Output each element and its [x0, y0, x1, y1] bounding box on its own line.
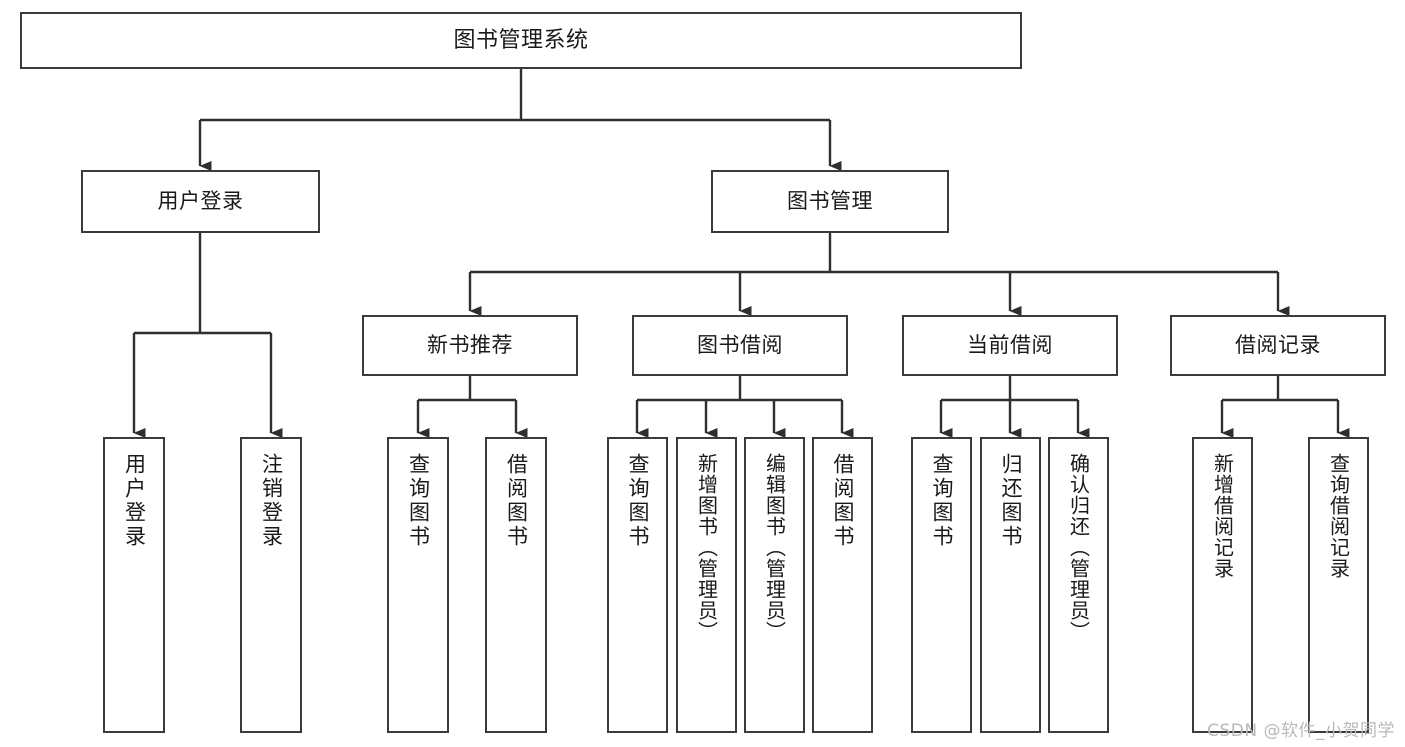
- node-label: 图书借阅: [697, 333, 783, 358]
- node-label: 当前借阅: [967, 333, 1053, 358]
- node-root-book-management-system[interactable]: 图书管理系统: [20, 12, 1022, 69]
- node-label: 借阅记录: [1235, 333, 1321, 358]
- node-leaf-user-login[interactable]: 用户登录: [103, 437, 165, 733]
- node-borrow-record[interactable]: 借阅记录: [1170, 315, 1386, 376]
- node-label: 用户登录: [157, 189, 244, 214]
- node-book-borrow[interactable]: 图书借阅: [632, 315, 848, 376]
- node-label: 新书推荐: [427, 333, 513, 358]
- node-label: 借阅图书: [831, 453, 855, 549]
- node-label: 归还图书: [999, 453, 1023, 549]
- node-label: 新增借阅记录: [1210, 453, 1235, 579]
- node-leaf-confirm-return-admin[interactable]: 确认归还（管理员）: [1048, 437, 1109, 733]
- node-label: 借阅图书: [504, 453, 529, 549]
- node-leaf-add-book-admin[interactable]: 新增图书（管理员）: [676, 437, 737, 733]
- node-book-management[interactable]: 图书管理: [711, 170, 949, 233]
- node-leaf-query-book-borrow[interactable]: 查询图书: [607, 437, 668, 733]
- node-label: 查询借阅记录: [1326, 453, 1351, 579]
- node-leaf-borrow-book-recommend[interactable]: 借阅图书: [485, 437, 547, 733]
- node-label: 图书管理: [787, 189, 873, 214]
- node-leaf-query-book-recommend[interactable]: 查询图书: [387, 437, 449, 733]
- node-label: 新增图书（管理员）: [694, 453, 719, 642]
- watermark-text: CSDN @软件_小贺同学: [1207, 721, 1395, 741]
- node-leaf-query-borrow-record[interactable]: 查询借阅记录: [1308, 437, 1369, 733]
- node-leaf-query-book-current[interactable]: 查询图书: [911, 437, 972, 733]
- node-new-book-recommend[interactable]: 新书推荐: [362, 315, 578, 376]
- node-leaf-logout-login[interactable]: 注销登录: [240, 437, 302, 733]
- node-leaf-add-borrow-record[interactable]: 新增借阅记录: [1192, 437, 1253, 733]
- node-label: 用户登录: [122, 453, 147, 549]
- node-user-login[interactable]: 用户登录: [81, 170, 320, 233]
- node-leaf-return-book[interactable]: 归还图书: [980, 437, 1041, 733]
- node-current-borrow[interactable]: 当前借阅: [902, 315, 1118, 376]
- node-label: 查询图书: [930, 453, 954, 549]
- node-label: 确认归还（管理员）: [1066, 453, 1091, 642]
- node-label: 图书管理系统: [453, 27, 589, 53]
- node-leaf-edit-book-admin[interactable]: 编辑图书（管理员）: [744, 437, 805, 733]
- node-label: 注销登录: [259, 453, 284, 549]
- node-label: 查询图书: [626, 453, 650, 549]
- node-label: 编辑图书（管理员）: [762, 453, 787, 642]
- node-label: 查询图书: [406, 453, 431, 549]
- node-leaf-borrow-book-borrow[interactable]: 借阅图书: [812, 437, 873, 733]
